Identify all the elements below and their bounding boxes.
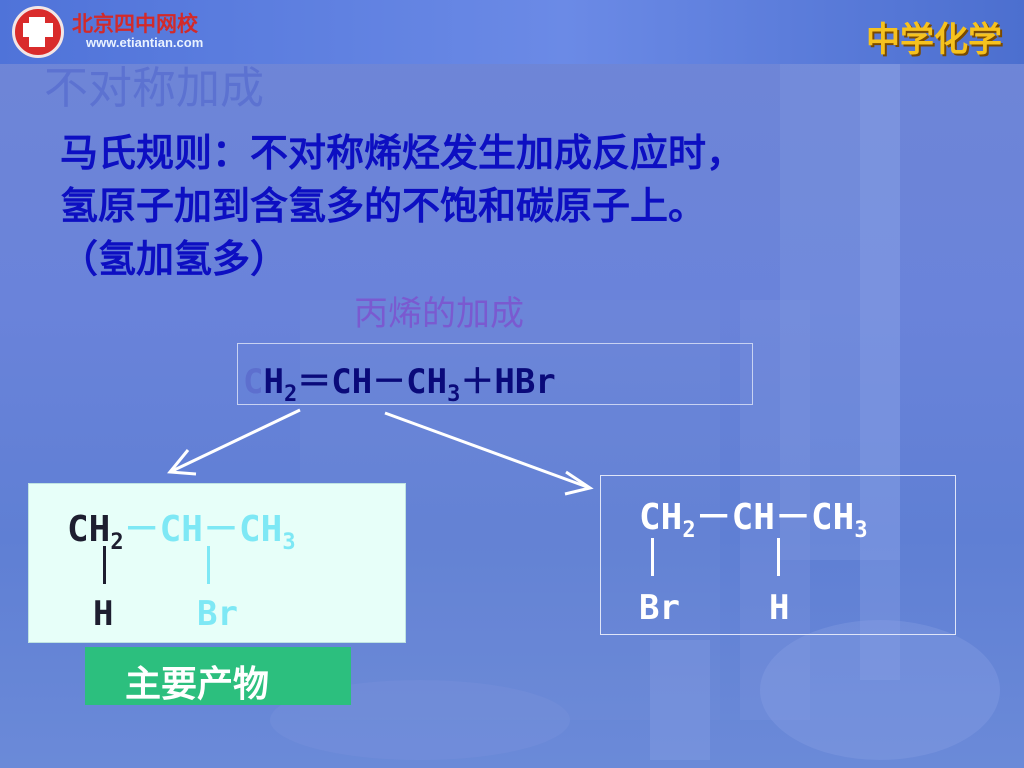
main-product-label: 主要产物 (125, 663, 270, 705)
main-product-label-box: 主要产物 (85, 647, 351, 705)
rule-line-1: 马氏规则：不对称烯烃发生加成反应时， (60, 130, 745, 175)
minor-product-box: CH2－CH－CH3 Br H (600, 475, 956, 635)
minor-substituent-br: Br (639, 588, 680, 628)
brand-name: 北京四中网校 (72, 11, 198, 36)
markovnikov-rule: 马氏规则：不对称烯烃发生加成反应时， 氢原子加到含氢多的不饱和碳原子上。 （氢加… (60, 126, 970, 285)
rule-line-3: （氢加氢多） (60, 236, 289, 281)
minor-product-chain: CH2－CH－CH3 (639, 497, 868, 543)
main-bond-right (207, 546, 210, 584)
header-bar: 北京四中网校 www.etiantian.com 中学化学 (0, 0, 1024, 64)
main-product-chain: CH2－CH－CH3 (67, 509, 296, 555)
school-logo (12, 6, 64, 58)
section-title: 不对称加成 (44, 63, 264, 114)
main-product-box: CH2－CH－CH3 H Br (28, 483, 406, 643)
minor-bond-left (651, 538, 654, 576)
main-substituent-br: Br (197, 594, 238, 634)
example-title: 丙烯的加成 (354, 294, 524, 334)
reaction-box (237, 343, 753, 405)
brand-url: www.etiantian.com (86, 35, 204, 50)
main-substituent-h: H (93, 594, 114, 634)
rule-line-2: 氢原子加到含氢多的不饱和碳原子上。 (60, 183, 707, 228)
minor-bond-right (777, 538, 780, 576)
minor-substituent-h: H (769, 588, 790, 628)
subject-title: 中学化学 (866, 20, 1002, 60)
reaction-formula: CH2＝CH－CH3＋HBr (243, 362, 556, 407)
main-bond-left (103, 546, 106, 584)
